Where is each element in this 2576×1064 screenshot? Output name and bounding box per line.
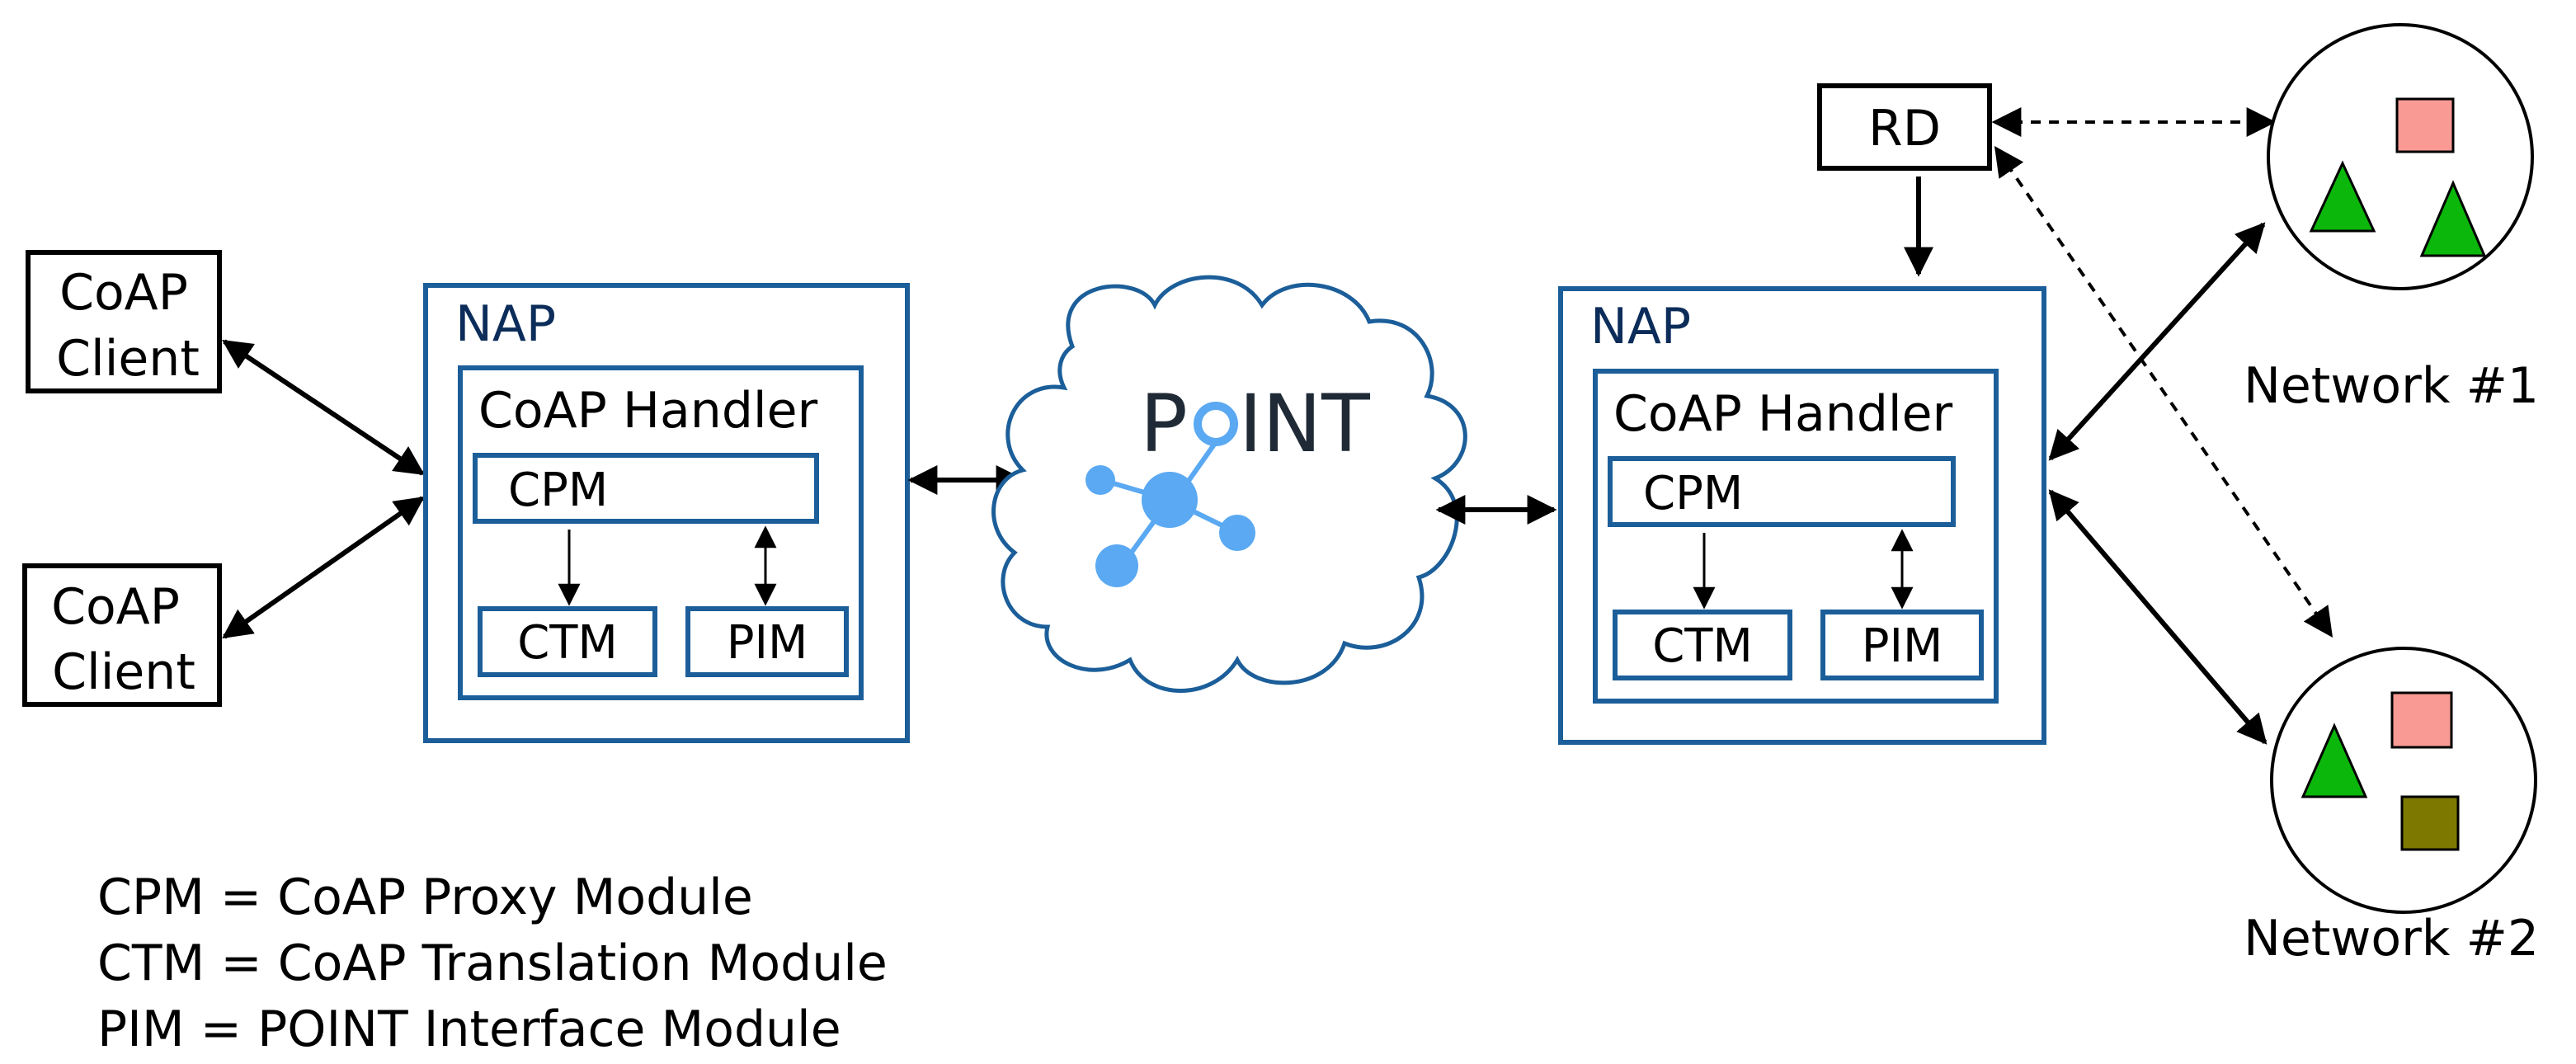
network1-triangle-a — [2309, 160, 2376, 233]
point-logo: P INT — [1085, 378, 1370, 587]
nap-right-title: NAP — [1590, 298, 1691, 355]
network2-square-salmon — [2390, 691, 2453, 749]
ctm-box-left — [478, 606, 657, 677]
arrow-nap-network1 — [2048, 222, 2266, 461]
cpm-label-left: CPM — [508, 464, 608, 517]
legend-ctm: CTM = CoAP Translation Module — [97, 935, 888, 992]
network2-label: Network #2 — [2244, 910, 2539, 967]
pim-label-right: PIM — [1862, 619, 1943, 673]
legend: CPM = CoAP Proxy Module CTM = CoAP Trans… — [97, 869, 888, 1058]
coap-client-1: CoAP Client — [26, 250, 222, 393]
ctm-box-right — [1613, 610, 1792, 680]
coap-handler-right-label: CoAP Handler — [1613, 385, 1952, 443]
network-1: Network #1 — [2244, 23, 2539, 415]
legend-pim: PIM = POINT Interface Module — [97, 1000, 841, 1058]
network1-square — [2395, 97, 2455, 153]
arrow-client1-nap — [222, 339, 425, 476]
pim-box-left — [685, 606, 849, 677]
nap-right: NAP CoAP Handler CPM CTM PIM — [1558, 286, 2046, 745]
cpm-label-right: CPM — [1643, 467, 1743, 520]
pim-box-right — [1820, 610, 1984, 680]
point-logo-int: INT — [1239, 378, 1370, 470]
cpm-box-right — [1608, 456, 1956, 527]
coap-client-2-line1: CoAP — [51, 578, 180, 636]
cpm-box-left — [473, 453, 819, 524]
network2-triangle — [2301, 723, 2368, 798]
coap-handler-left-label: CoAP Handler — [478, 382, 817, 440]
coap-client-2-line2: Client — [52, 643, 195, 701]
nap-left-title: NAP — [455, 295, 556, 353]
nap-left: NAP CoAP Handler CPM CTM PIM — [423, 283, 910, 743]
network2-square-olive — [2400, 795, 2460, 851]
ctm-label-left: CTM — [517, 616, 618, 670]
network1-label: Network #1 — [2244, 357, 2539, 415]
rd-label: RD — [1868, 100, 1941, 158]
point-logo-p: P — [1140, 378, 1188, 470]
coap-client-1-line1: CoAP — [59, 264, 188, 322]
arrow-nap-network2 — [2048, 489, 2268, 745]
rd-box: RD — [1817, 83, 1992, 171]
ctm-label-right: CTM — [1652, 619, 1753, 673]
coap-client-1-line2: Client — [56, 330, 200, 388]
arrow-client2-nap — [222, 496, 425, 639]
pim-label-left: PIM — [727, 616, 808, 670]
point-cloud: P INT — [991, 275, 1467, 693]
coap-client-2: CoAP Client — [22, 563, 222, 707]
legend-cpm: CPM = CoAP Proxy Module — [97, 869, 753, 926]
network1-triangle-b — [2419, 180, 2487, 257]
network-node-icon — [1142, 472, 1198, 528]
network-2: Network #2 — [2244, 647, 2539, 967]
